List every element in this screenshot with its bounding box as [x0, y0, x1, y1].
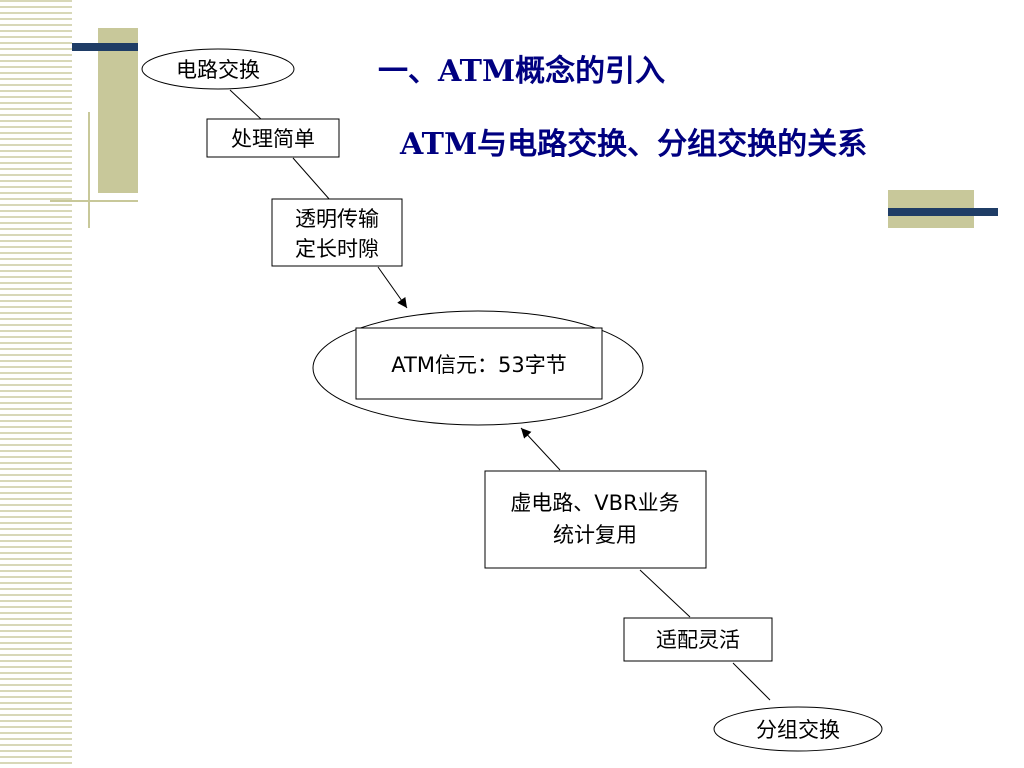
navy-right-bar — [888, 208, 998, 216]
atm-cell-box — [355, 327, 603, 400]
packet-switching-node — [713, 706, 883, 752]
page-title: 一、ATM概念的引入 — [378, 54, 666, 89]
olive-thin-vertical-line — [88, 112, 90, 228]
virtual-circuit-label-1: 虚电路、VBR业务 — [510, 491, 679, 515]
connector-simple-to-transparent — [292, 157, 331, 201]
connector-virtual-to-flexible — [639, 569, 691, 618]
connector-circuit-to-simple — [229, 89, 263, 121]
arrow-transparent-to-atm — [377, 266, 408, 309]
striped-side-border — [0, 0, 72, 768]
connector-flexible-to-packet — [732, 662, 771, 701]
packet-switching-label: 分组交换 — [756, 718, 840, 742]
olive-corner-block — [98, 28, 138, 193]
simple-processing-label: 处理简单 — [231, 127, 315, 151]
virtual-circuit-box — [484, 470, 707, 569]
atm-cell-label: ATM信元：53字节 — [391, 353, 566, 377]
arrow-virtual-to-atm — [520, 427, 561, 471]
transparent-transmission-box — [271, 198, 403, 267]
virtual-circuit-label-2: 统计复用 — [553, 523, 637, 547]
olive-thin-horizontal-line — [50, 200, 138, 202]
transparent-transmission-label-1: 透明传输 — [295, 207, 379, 231]
transparent-transmission-label-2: 定长时隙 — [295, 237, 379, 261]
navy-accent-bar — [72, 43, 138, 51]
flexible-adaptation-label: 适配灵活 — [656, 628, 740, 652]
simple-processing-box — [206, 118, 340, 158]
flexible-adaptation-box — [623, 617, 773, 662]
circuit-switching-node — [141, 48, 295, 90]
circuit-switching-label: 电路交换 — [176, 58, 260, 82]
page-subtitle: ATM与电路交换、分组交换的关系 — [400, 127, 868, 162]
